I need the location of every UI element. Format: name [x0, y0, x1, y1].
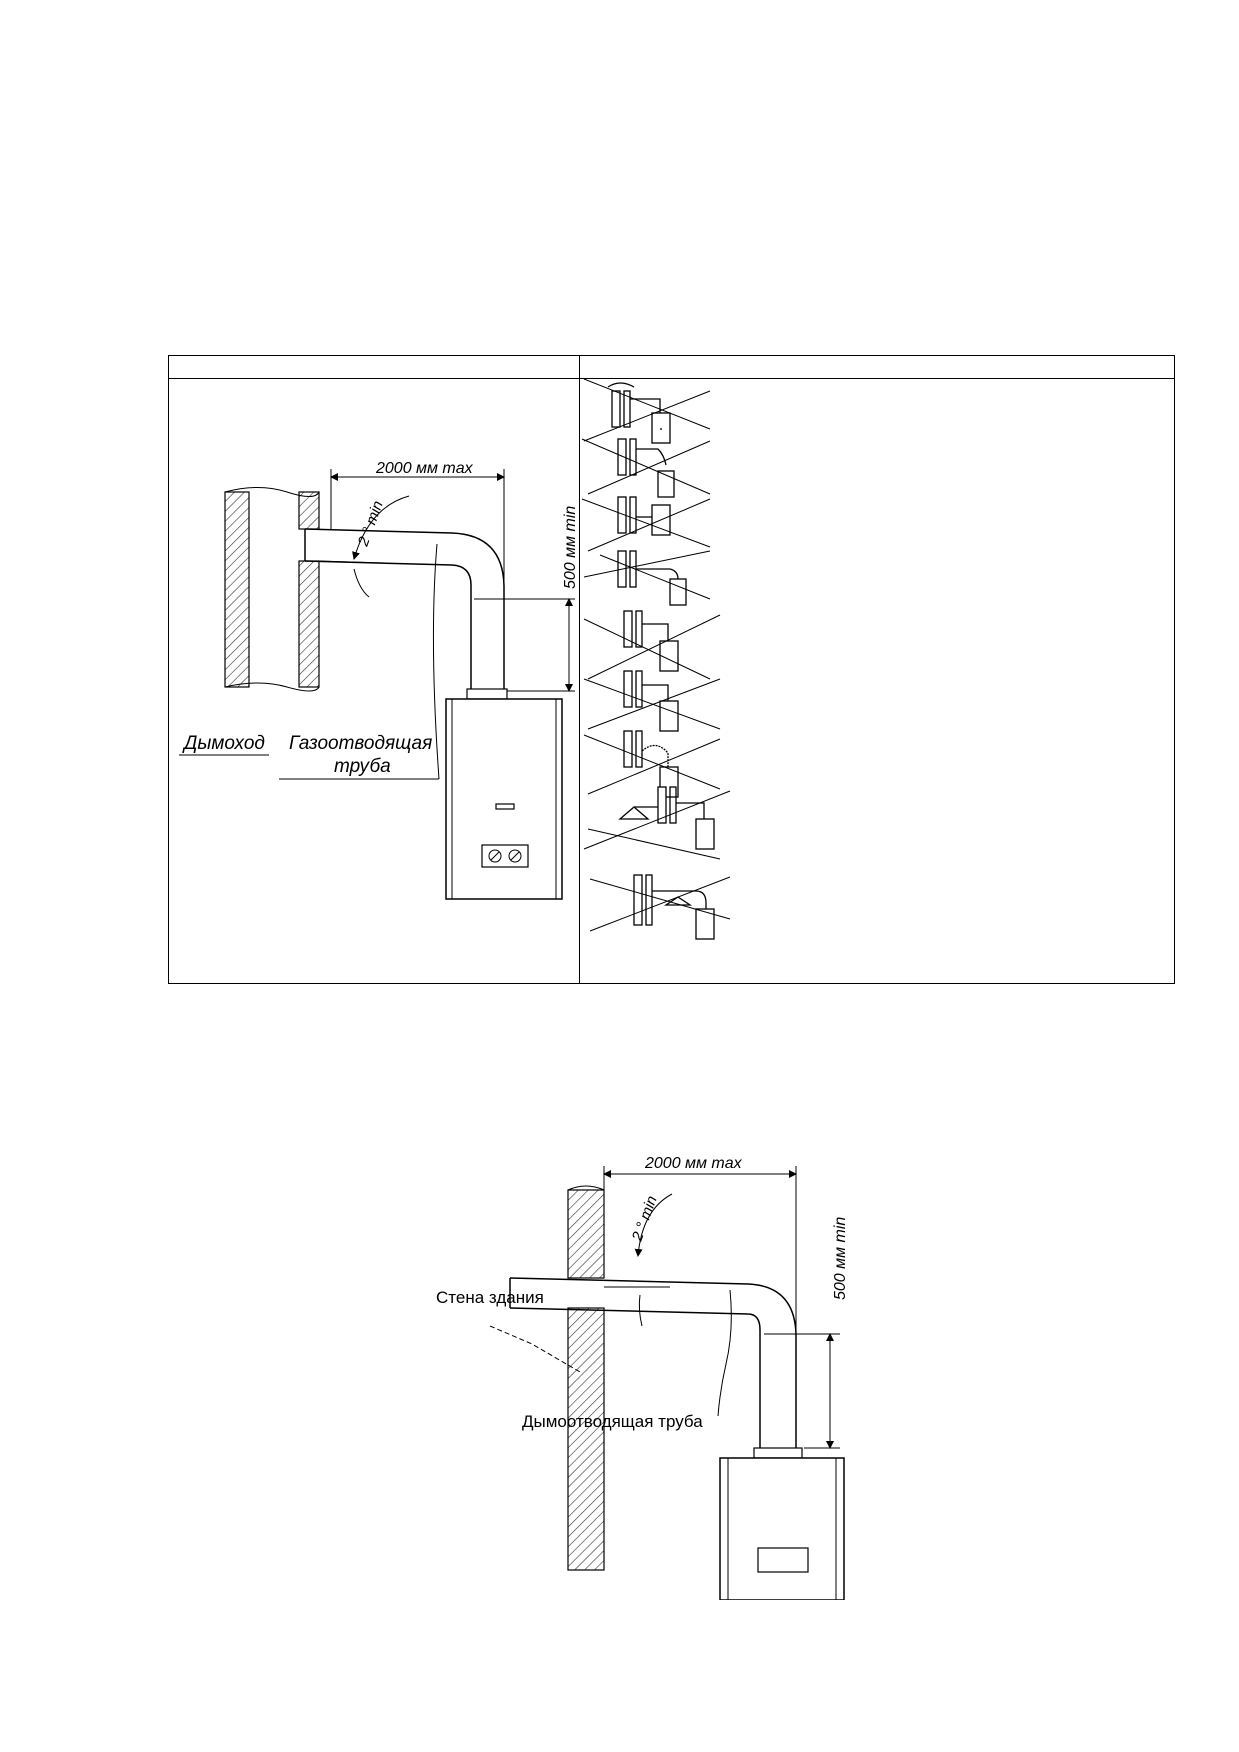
sketch-3: [581, 496, 711, 552]
boiler: [719, 1457, 845, 1600]
forbidden-installations-sketches: [581, 379, 731, 940]
wall-connection-diagram: 2000 мм max 500 мм min 2 ° min: [489, 1155, 849, 1600]
table-header-row: [169, 356, 1174, 379]
wall-label: Стена здания: [436, 1288, 544, 1307]
installation-table: 2000 мм max 500 мм min 2 ° min Дымо: [168, 355, 1175, 984]
pipe-label-line1: Газоотводящая: [289, 733, 432, 754]
slope-angle-label: 2 ° min: [628, 1194, 660, 1245]
sketch-8: [583, 786, 731, 860]
slope-angle-dimension: [318, 495, 410, 598]
length-dimension: [603, 1166, 797, 1330]
sketch-1: [583, 379, 711, 444]
height-dimension: [764, 1333, 840, 1449]
sketch-5: [583, 610, 721, 680]
table-column-divider: [579, 356, 580, 983]
sketch-6: [583, 670, 721, 732]
length-dimension: [330, 469, 505, 589]
sketch-9: [589, 874, 731, 940]
slope-angle-dimension: [604, 1193, 673, 1327]
leader-lines: [489, 1289, 732, 1417]
pipe-label-line2: труба: [334, 756, 391, 777]
sketch-2: [581, 438, 711, 498]
height-dimension: [474, 598, 575, 692]
slope-angle-label: 2 ° min: [354, 499, 386, 550]
sketch-7: [583, 730, 721, 798]
flue-pipe: [509, 1277, 797, 1448]
flue-pipe: [304, 528, 505, 689]
chimney-label: Дымоход: [182, 733, 265, 754]
water-heater: [445, 698, 563, 900]
length-dimension-label: 2000 мм max: [644, 1155, 743, 1172]
chimney-connection-diagram: 2000 мм max 500 мм min 2 ° min Дымо: [179, 460, 579, 900]
pipe-label: Дымоотводящая труба: [522, 1412, 703, 1431]
chimney-wall: [224, 487, 320, 692]
building-wall: [567, 1185, 605, 1571]
height-dimension-label: 500 мм min: [832, 1217, 849, 1300]
leader-lines: [179, 543, 440, 780]
sketch-4: [583, 550, 711, 606]
length-dimension-label: 2000 мм max: [375, 460, 474, 477]
height-dimension-label: 500 мм min: [562, 506, 579, 589]
